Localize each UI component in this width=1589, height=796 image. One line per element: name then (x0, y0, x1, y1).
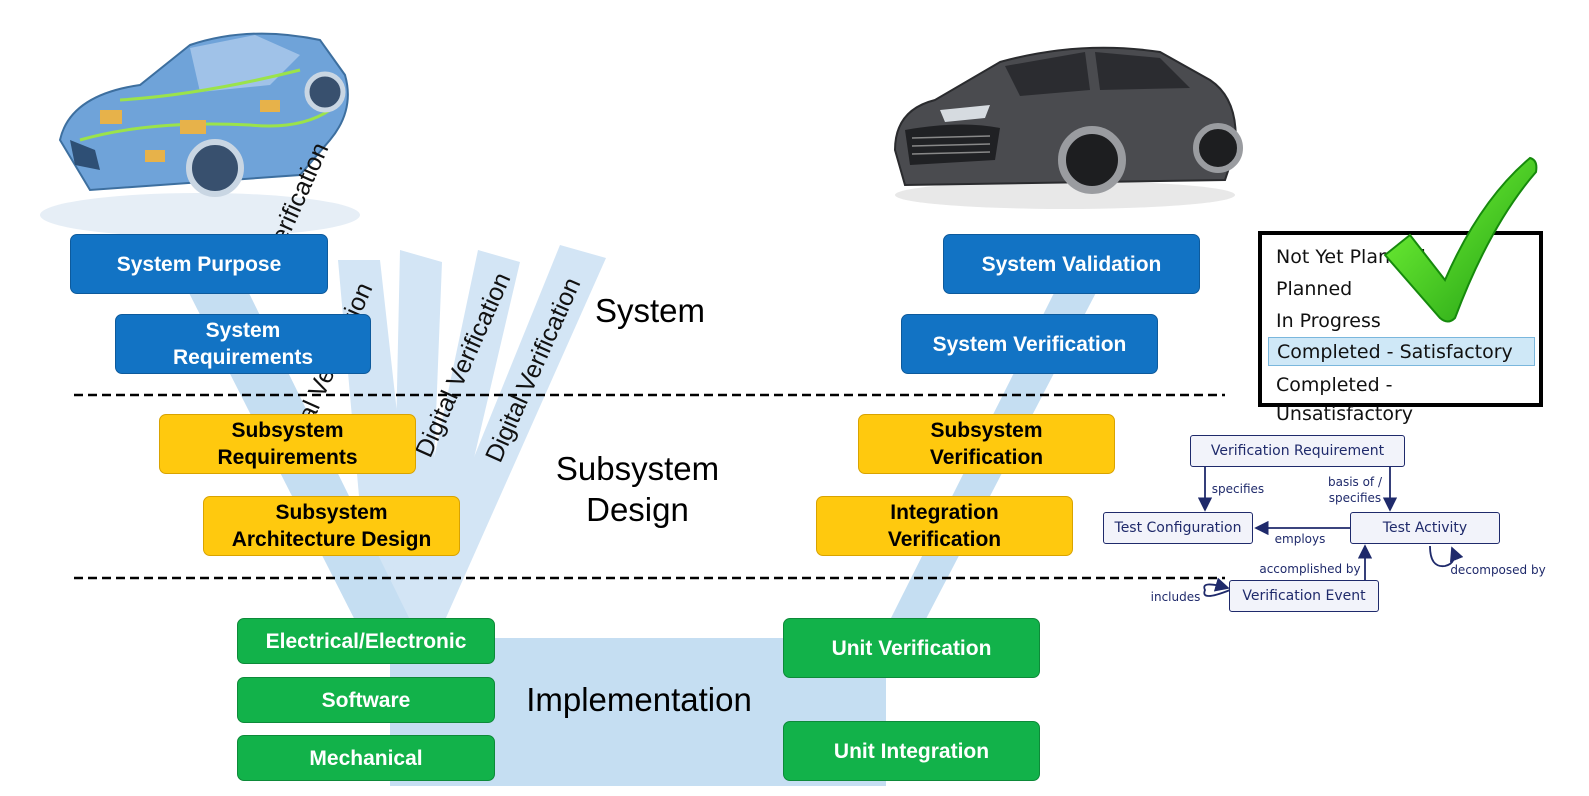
software-box: Software (237, 677, 495, 723)
status-completed-satisfactory: Completed - Satisfactory (1268, 337, 1535, 366)
node-verification-event: Verification Event (1229, 580, 1379, 612)
unit-verification-box: Unit Verification (783, 618, 1040, 678)
system-purpose-box: System Purpose (70, 234, 328, 294)
node-verification-requirement: Verification Requirement (1190, 435, 1405, 467)
level-label-implementation: Implementation (526, 681, 752, 718)
verification-model-edges (1197, 466, 1464, 597)
subsystem-verification-box: Subsystem Verification (858, 414, 1115, 474)
system-validation-box: System Validation (943, 234, 1200, 294)
system-verification-box: System Verification (901, 314, 1158, 374)
electrical-electronic-box: Electrical/Electronic (237, 618, 495, 664)
status-planned: Planned (1276, 278, 1353, 300)
unit-integration-box: Unit Integration (783, 721, 1040, 781)
mechanical-box: Mechanical (237, 735, 495, 781)
node-test-activity: Test Activity (1350, 512, 1500, 544)
subsystem-requirements-box: Subsystem Requirements (159, 414, 416, 474)
status-completed-unsatisfactory: Completed - Unsatisfactory (1276, 374, 1414, 425)
edge-label-decomposed-by: decomposed by (1450, 563, 1546, 577)
checkmark-icon (1383, 156, 1538, 323)
edge-label-includes: includes (1150, 590, 1201, 604)
level-label-system: System (594, 292, 706, 329)
edge-label-accomplished-by: accomplished by (1259, 562, 1361, 576)
node-test-configuration: Test Configuration (1103, 512, 1253, 544)
status-in-progress: In Progress (1276, 310, 1381, 332)
integration-verification-box: Integration Verification (816, 496, 1073, 556)
edge-label-basis-of-specifies: basis of / specifies (1327, 475, 1383, 505)
subsystem-architecture-design-box: Subsystem Architecture Design (203, 496, 460, 556)
system-requirements-box: System Requirements (115, 314, 371, 374)
edge-label-specifies: specifies (1211, 482, 1265, 496)
level-label-subsystem-design: Subsystem Design (555, 450, 720, 528)
car-xray-image (0, 0, 372, 250)
sedan-photo (893, 46, 1243, 209)
edge-label-employs: employs (1274, 532, 1326, 546)
